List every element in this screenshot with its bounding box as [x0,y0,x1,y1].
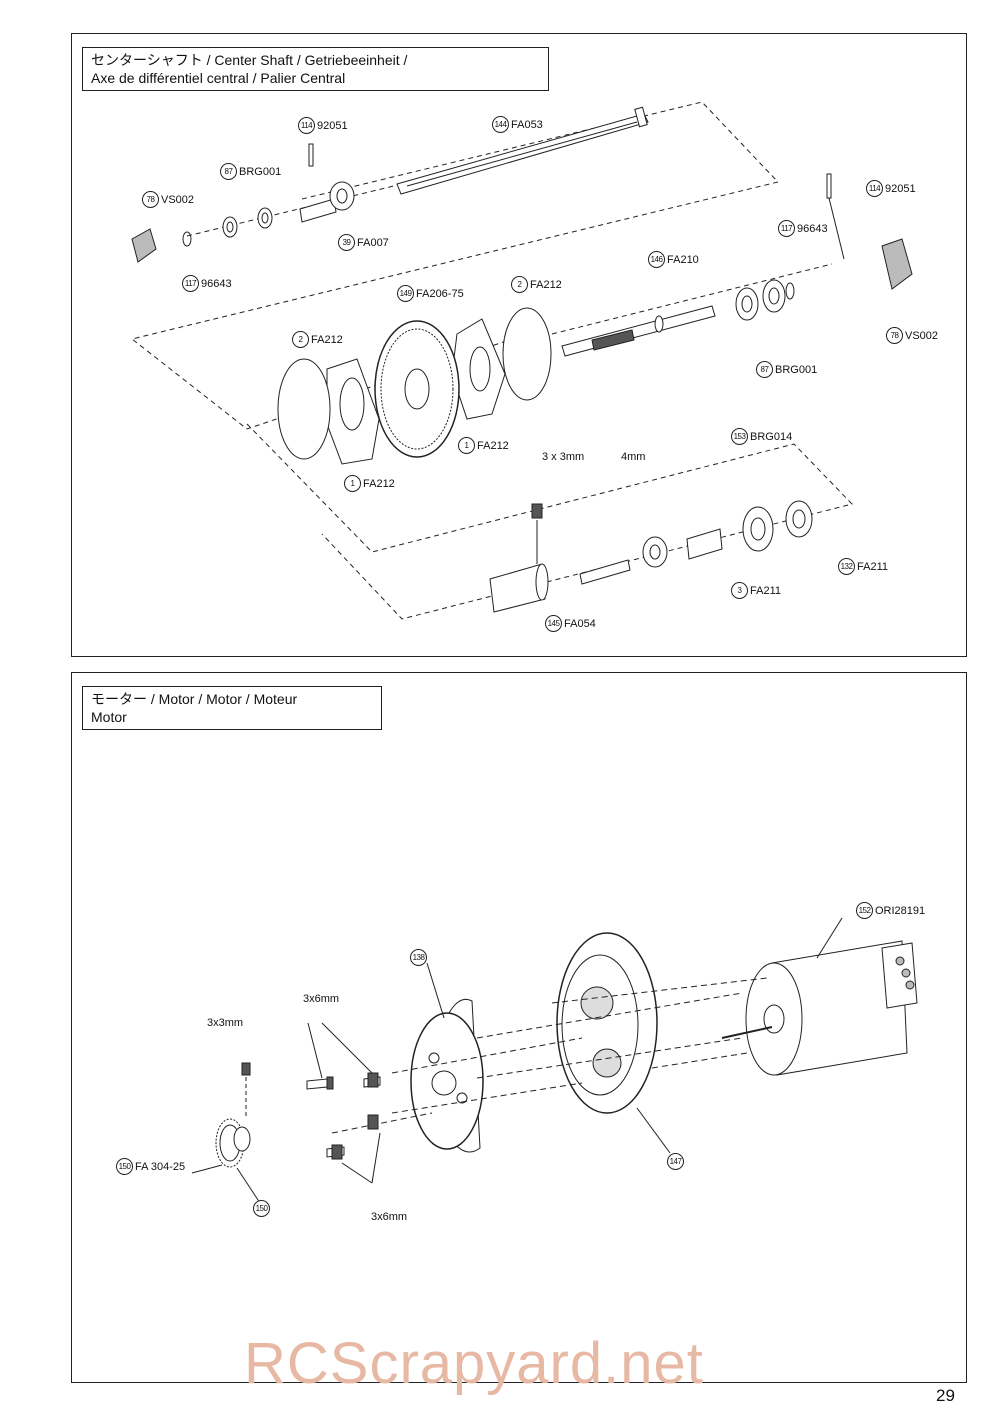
callout-39-fa007: 39 FA007 [338,234,389,251]
dim-screw-3x6-top: 3x6mm [303,993,340,1005]
pinion-setscrew [241,1062,251,1076]
callout-138: 138 [410,949,429,966]
ering-left [182,231,192,247]
motor-guide-lines [331,977,768,1134]
pinion-gear-150 [215,1118,251,1168]
long-shaft [396,106,649,195]
callout-147: 147 [667,1153,686,1170]
mount-plate-138 [410,998,484,1153]
ering-right [785,282,795,300]
slipper-spacer [785,500,813,538]
callout-114-92051: 114 92051 [298,117,348,134]
callout-114-92051-right: 114 92051 [866,180,916,197]
callout-150-fa304-25: 150 FA 304-25 [116,1158,185,1175]
callout-153-brg014: 153 BRG014 [731,428,792,445]
callout-149-fa206-75: 149 FA206-75 [397,285,464,302]
bearing-right-1 [735,287,759,321]
callout-78-vs002-left: 78 VS002 [142,191,194,208]
slipper-pad-left [326,358,380,465]
bearing-left-1 [222,216,238,238]
motor-diagram [191,917,918,1204]
center-shaft-diagram [130,101,913,620]
bearing-right-2 [762,279,786,313]
callout-117-96643-left: 117 96643 [182,275,232,292]
callout-2-fa212-left: 2 FA212 [292,331,343,348]
spring [686,528,723,560]
callout-132-fa211: 132 FA211 [838,558,888,575]
shaft-coupler [299,181,355,223]
callout-2-fa212-top: 2 FA212 [511,276,562,293]
motor-title: モーター / Motor / Motor / Moteur Motor [82,686,382,730]
motor-mount-plate [556,932,658,1114]
callout-117-96643-right: 117 96643 [778,220,828,237]
page-number: 29 [936,1386,955,1405]
slipper-shaft [561,305,716,357]
screw-top-left [306,1076,334,1090]
center-shaft-panel: センターシャフト / Center Shaft / Getriebeeinhei… [71,33,967,657]
pin-left [308,143,314,167]
screw-mid [367,1114,379,1130]
center-shaft-title-line1: センターシャフト / Center Shaft / Getriebeeinhei… [91,52,408,68]
screw-top-right [363,1072,381,1088]
motor-title-line2: Motor [91,709,127,725]
nut-4mm [642,536,668,568]
callout-144-fa053: 144 FA053 [492,116,543,133]
callout-1-fa212-mid: 1 FA212 [458,437,509,454]
slipper-pad-right [451,318,506,420]
center-shaft-title: センターシャフト / Center Shaft / Getriebeeinhei… [82,47,549,91]
slipper-plate-right [502,307,552,401]
motor-can [721,940,918,1076]
callout-87-brg001-right: 87 BRG001 [756,361,817,378]
callout-3-fa211: 3 FA211 [731,582,781,599]
watermark: RCScrapyard.net [244,1331,704,1396]
motor-panel: モーター / Motor / Motor / Moteur Motor [71,672,967,1383]
setscrew [531,503,543,519]
dim-screw-3x6-bottom: 3x6mm [371,1211,408,1223]
motor-title-line1: モーター / Motor / Motor / Moteur [91,691,298,707]
callout-87-brg001-top: 87 BRG001 [220,163,281,180]
callout-152-ori28191: 152 ORI28191 [856,902,925,919]
callout-78-vs002-right: 78 VS002 [886,327,938,344]
callout-1-fa212-bottom: 1 FA212 [344,475,395,492]
slipper-housing [489,563,546,613]
dim-setscrew-3x3: 3x3mm [207,1017,244,1029]
callout-146-fa210: 146 FA210 [648,251,699,268]
spur-gear [374,320,460,458]
dim-setscrew-3x3: 3 x 3mm [542,451,585,463]
slipper-plate-left [277,358,331,460]
bearing-brg014 [742,506,774,552]
bearing-left-2 [257,207,273,229]
pinion-right [881,238,913,290]
adjust-shaft [579,559,631,585]
pin-right [826,173,832,199]
screw-bottom [326,1144,345,1160]
center-shaft-title-line2: Axe de différentiel central / Palier Cen… [91,70,346,86]
callout-145-fa054: 145 FA054 [545,615,596,632]
dim-nut-4mm: 4mm [621,451,646,463]
pinion-left [131,228,157,263]
callout-150: 150 [253,1200,272,1217]
